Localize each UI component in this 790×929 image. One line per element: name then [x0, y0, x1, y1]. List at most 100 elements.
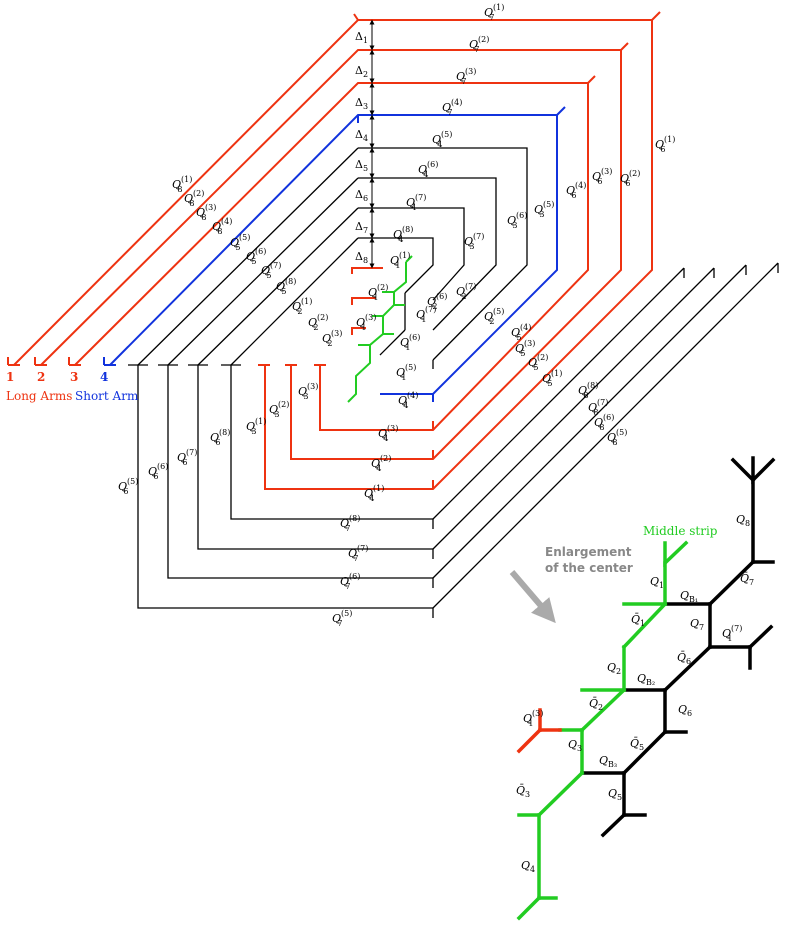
math-label: Q(1)7 [484, 3, 504, 22]
label-base: Q [578, 384, 587, 397]
red-inner-3 [351, 327, 366, 335]
label-superscript: (4) [575, 181, 586, 190]
inset-black-top-l [730, 457, 756, 483]
label-base: Q [246, 250, 255, 263]
inset-black-diag-3 [621, 729, 668, 776]
label-subscript: B₂ [646, 678, 655, 687]
arm-6-upper-diag [167, 177, 359, 366]
label-superscript: (5) [405, 363, 416, 372]
label-base: Q [736, 513, 745, 526]
short-arm-label: Short Arm [75, 389, 139, 403]
label-base: Q [566, 184, 575, 197]
math-label: Q(6)3 [507, 211, 527, 230]
label-base: Q [484, 310, 493, 323]
label-superscript: (4) [520, 323, 531, 332]
label-subscript: 6 [215, 438, 220, 447]
inset-black [580, 456, 776, 838]
label-base: Q [690, 617, 699, 630]
label-subscript: 1 [421, 315, 426, 324]
label-subscript: 1 [395, 261, 400, 270]
label-subscript: 3 [512, 221, 517, 230]
arm-6-lower [167, 365, 434, 588]
inset-green-fork-l [516, 895, 542, 921]
label-base: Q [588, 401, 597, 414]
label-subscript: 8 [583, 391, 588, 400]
label-subscript: 7 [489, 13, 494, 22]
label-superscript: (8) [285, 277, 296, 286]
label-superscript: (1) [493, 3, 504, 12]
label-subscript: 1 [727, 634, 732, 643]
math-labels: Q(1)7Q(2)7Q(3)7Q(4)7Q(5)4Q(6)4Q(7)4Q(8)4… [118, 3, 754, 874]
label-base: Q [680, 589, 689, 602]
arm-2-tr-tick [620, 42, 629, 51]
inset-green-diag-3 [536, 770, 585, 818]
inset-black-top [751, 456, 776, 485]
red-long-arms [7, 11, 661, 490]
black-arms [128, 147, 779, 618]
label-subscript: 8 [593, 408, 598, 417]
label-superscript: (7) [473, 232, 484, 241]
math-label: Q(3)7 [456, 67, 476, 86]
label-base: Q [230, 236, 239, 249]
label-subscript: 3 [251, 427, 256, 436]
label-subscript: 2 [598, 703, 603, 712]
math-label: Q(7)3 [464, 232, 484, 251]
inset-black-diag-2 [662, 644, 713, 693]
math-label: Q(2)8 [184, 189, 204, 208]
label-subscript: 8 [201, 213, 206, 222]
math-label: Q3 [568, 738, 582, 753]
math-label: Q(7)6 [177, 448, 197, 467]
inset-green-diag-1 [621, 601, 668, 650]
inset-red-diag [516, 727, 543, 754]
math-label: Q(3)8 [196, 203, 216, 222]
label-superscript: (6) [436, 292, 447, 301]
math-label: QB₃ [599, 754, 617, 769]
label-subscript: 4 [383, 434, 388, 443]
label-base: Q [393, 228, 402, 241]
math-label: Q(3)6 [592, 167, 612, 186]
arm-7-upper-diag [197, 207, 359, 366]
math-label: QB₂ [637, 672, 655, 687]
label-base: Q [340, 575, 349, 588]
arm-number-1: 1 [6, 370, 14, 384]
label-subscript: 1 [373, 293, 378, 302]
label-base: Q̄ [740, 572, 749, 585]
math-label: Q(5)2 [484, 307, 504, 326]
label-superscript: (6) [409, 333, 420, 342]
arm-2 [40, 49, 622, 460]
label-subscript: 4 [363, 134, 368, 143]
math-label: Q(8)8 [578, 381, 598, 400]
inset-enlargement [516, 456, 776, 921]
label-superscript: (2) [380, 454, 391, 463]
label-subscript: 2 [461, 292, 466, 301]
label-base: Q [456, 285, 465, 298]
label-subscript: 6 [687, 709, 692, 718]
label-superscript: (7) [357, 544, 368, 553]
math-label: Δ4 [355, 128, 368, 143]
label-subscript: 7 [337, 619, 342, 628]
math-label: Δ8 [355, 250, 368, 265]
math-label: Q(2)1 [368, 283, 388, 302]
math-label: Q(2)3 [269, 400, 289, 419]
label-subscript: 6 [686, 657, 691, 666]
math-label: Q1 [650, 575, 664, 590]
math-label: Q(8)6 [210, 428, 230, 447]
arm-8-top [358, 237, 434, 294]
math-label: Q̄1 [631, 613, 645, 628]
label-subscript: 5 [235, 243, 240, 252]
label-subscript: 7 [345, 524, 350, 533]
label-subscript: B₁ [689, 595, 698, 604]
label-subscript: 1 [363, 36, 368, 45]
label-subscript: 7 [353, 554, 358, 563]
label-superscript: (5) [341, 609, 352, 618]
math-label: Q4 [521, 859, 535, 874]
label-subscript: 7 [363, 226, 368, 235]
label-subscript: 5 [281, 287, 286, 296]
math-label: Q(6)1 [400, 333, 420, 352]
label-base: Q [210, 431, 219, 444]
math-label: Q(7)8 [588, 398, 608, 417]
label-subscript: 4 [403, 401, 408, 410]
label-subscript: 1 [405, 343, 410, 352]
math-label: Q(8)5 [276, 277, 296, 296]
arm-number-3: 3 [70, 370, 78, 384]
